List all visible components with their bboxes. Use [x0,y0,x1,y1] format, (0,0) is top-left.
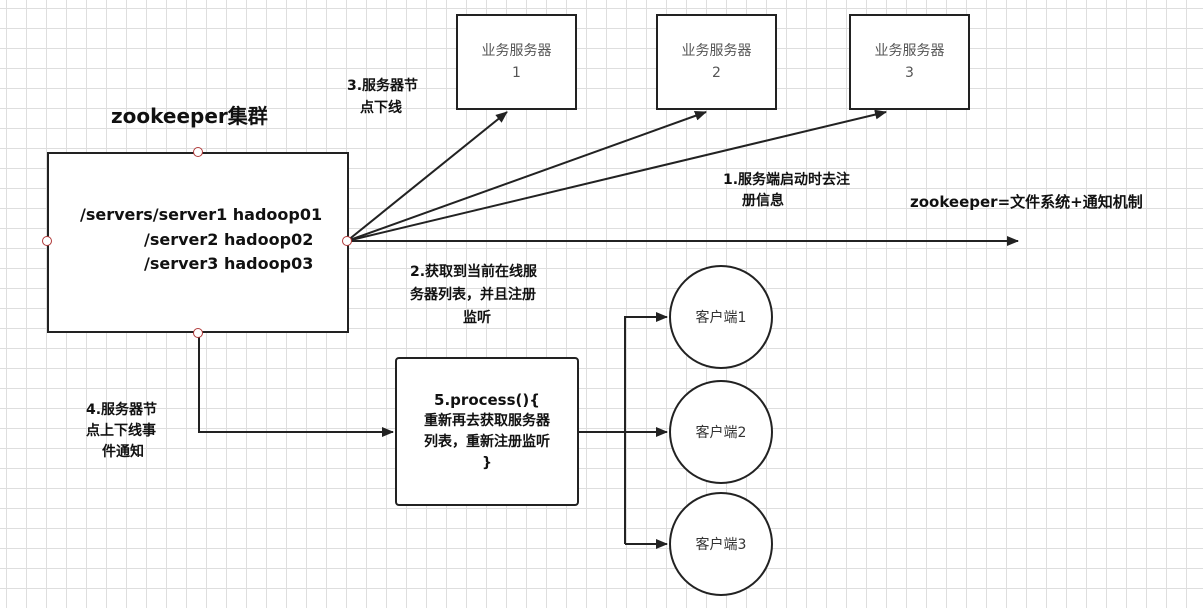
path-server3: /server3 hadoop03 [144,254,314,273]
path-server2: /server2 hadoop02 [144,230,314,249]
connection-handle-bottom [193,328,203,338]
connection-handle-top [193,147,203,157]
cluster-title: zookeeper集群 [111,104,268,128]
business-server-3: 业务服务器 3 [849,14,970,110]
arrow-to-server-2 [346,111,707,242]
client-label: 客户端3 [695,537,747,553]
server-label: 业务服务器 [874,43,945,59]
process-line2: 重新再去获取服务器 [424,412,550,429]
step4-label-line2: 点上下线事 [86,423,156,439]
step2-label-line2: 务器列表，并且注册 [410,287,536,303]
process-line3: 列表，重新注册监听 [424,433,550,450]
step1-label-line1: 1.服务端启动时去注 [723,172,851,188]
step1-label-line2: 册信息 [742,193,784,209]
step3-label-line1: 3.服务器节 [347,78,419,94]
step4-label-line1: 4.服务器节 [86,402,158,418]
business-server-1: 业务服务器 1 [456,14,577,110]
path-server1: /servers/server1 hadoop01 [80,205,323,224]
step3-label-line2: 点下线 [360,100,402,116]
formula-label: zookeeper=文件系统+通知机制 [910,193,1143,211]
client-label: 客户端1 [695,310,747,326]
server-number: 1 [512,65,521,81]
server-number: 2 [712,65,721,81]
server-label: 业务服务器 [681,43,752,59]
connection-handle-left [42,236,52,246]
client-1: 客户端1 [669,265,773,369]
business-server-2: 业务服务器 2 [656,14,777,110]
arrow-to-server-3 [346,109,887,242]
step2-label-line1: 2.获取到当前在线服 [410,264,538,280]
server-label: 业务服务器 [481,43,552,59]
zookeeper-cluster-box: /servers/server1 hadoop01 /server2 hadoo… [47,152,349,333]
client-2: 客户端2 [669,380,773,484]
process-box: 5.process(){ 重新再去获取服务器 列表，重新注册监听 } [395,357,579,506]
arrow-to-client-1 [624,312,668,544]
arrow-to-server-1 [346,111,508,242]
client-label: 客户端2 [695,425,747,441]
arrow-to-process [198,333,394,437]
server-number: 3 [905,65,914,81]
step4-label-line3: 件通知 [102,444,144,460]
process-line4: } [482,454,492,471]
process-line1: 5.process(){ [434,390,540,409]
step2-label-line3: 监听 [463,310,491,326]
client-3: 客户端3 [669,492,773,596]
connection-handle-right [342,236,352,246]
